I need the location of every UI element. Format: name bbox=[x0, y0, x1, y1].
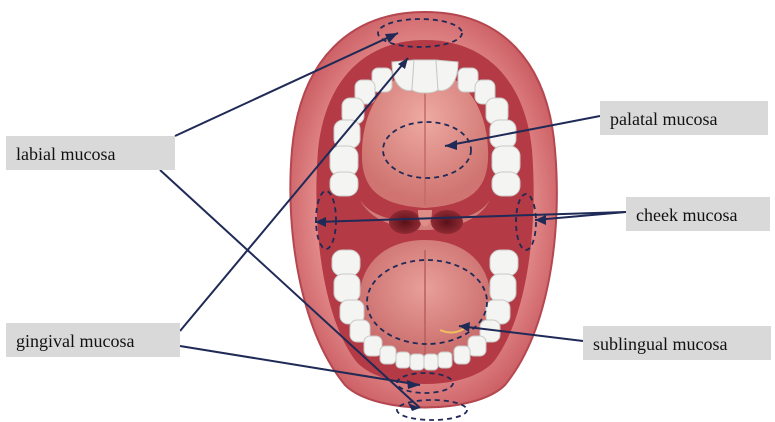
label-labial-mucosa: labial mucosa bbox=[6, 136, 175, 170]
label-sublingual-mucosa: sublingual mucosa bbox=[583, 326, 771, 360]
label-palatal-mucosa: palatal mucosa bbox=[600, 101, 768, 135]
label-cheek-mucosa: cheek mucosa bbox=[626, 197, 770, 231]
label-gingival-mucosa: gingival mucosa bbox=[6, 323, 180, 357]
